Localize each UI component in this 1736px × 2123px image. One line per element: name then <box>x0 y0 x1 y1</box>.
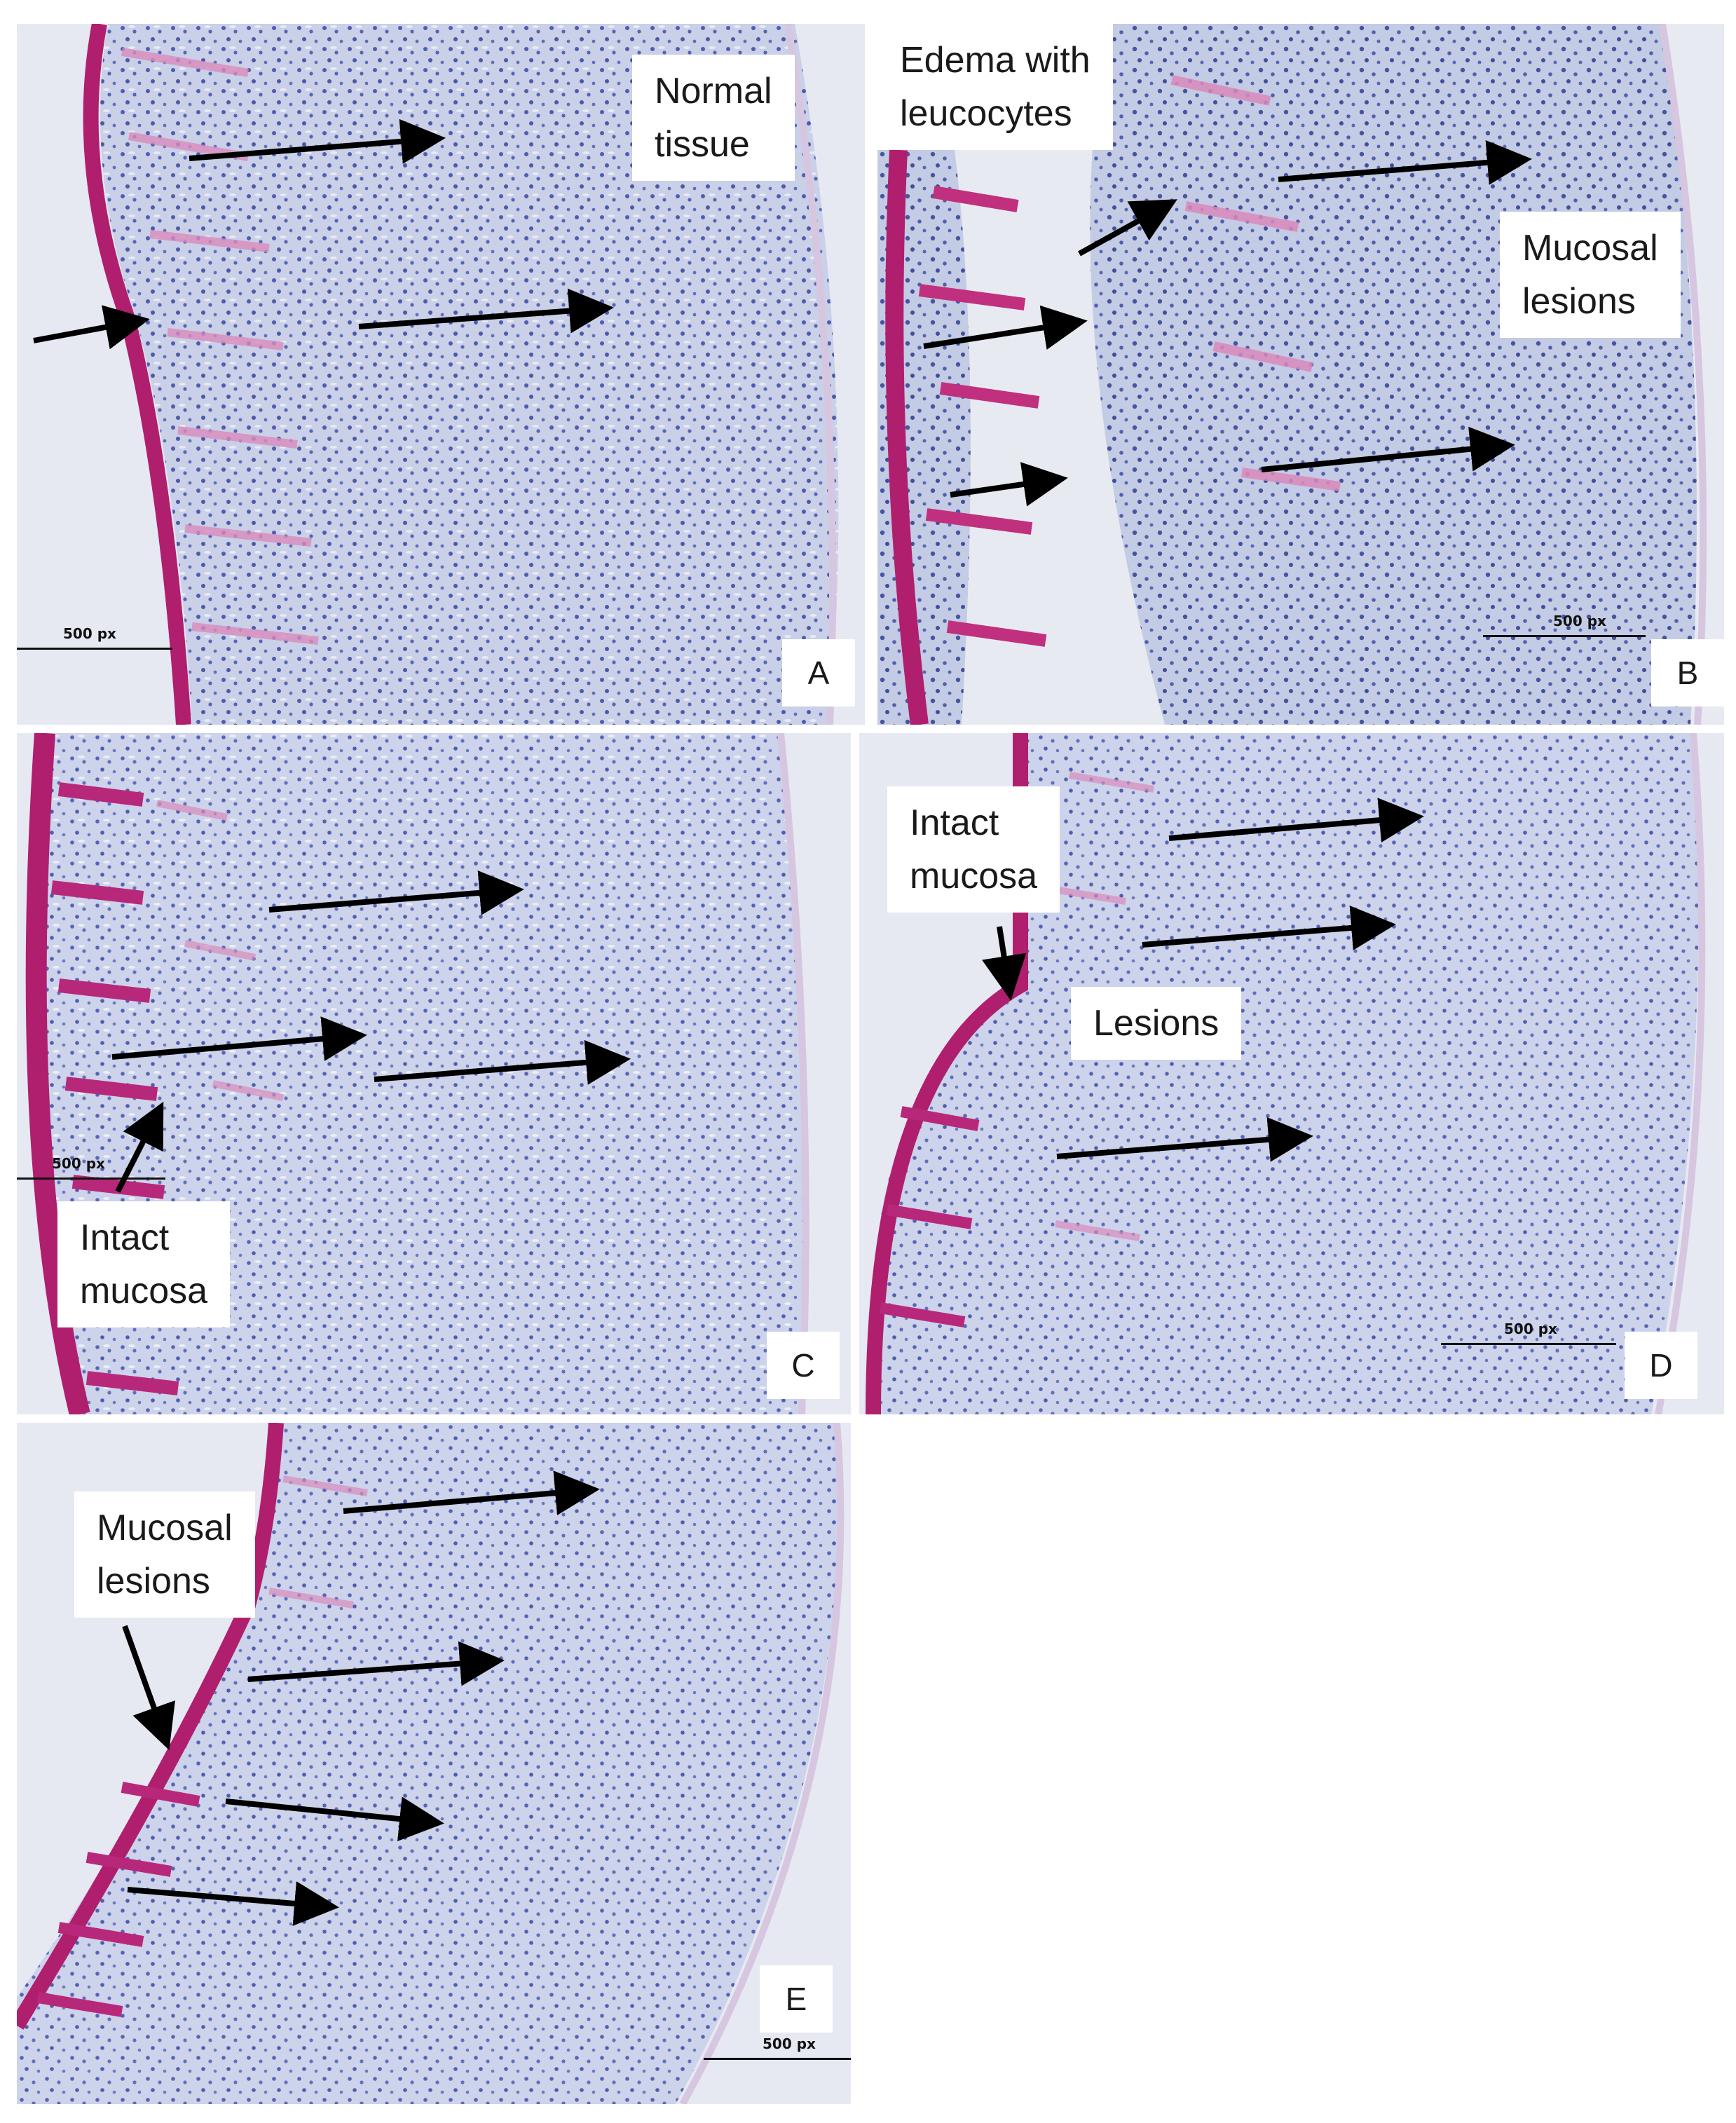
panel-d-scale-bar <box>1441 1343 1616 1345</box>
panel-c-scale-bar <box>17 1177 165 1180</box>
panel-a: Normal tissue A 500 px <box>17 24 865 725</box>
panel-a-scale-bar <box>17 648 172 650</box>
panel-b: Edema with leucocytes Mucosal lesions B … <box>877 24 1724 725</box>
panel-e-label-mucosal-lesions: Mucosal lesions <box>74 1491 255 1618</box>
panel-b-label-edema: Edema with leucocytes <box>877 24 1113 150</box>
panel-a-letter: A <box>782 639 855 706</box>
panel-a-label-normal-tissue: Normal tissue <box>632 55 795 181</box>
panel-b-letter: B <box>1651 639 1724 706</box>
panel-b-label-mucosal-lesions: Mucosal lesions <box>1500 212 1681 338</box>
panel-b-scale-bar <box>1483 635 1646 637</box>
panel-c: Intact mucosa C 500 px <box>17 733 851 1414</box>
panel-e-scale-label: 500 px <box>763 2035 816 2052</box>
panel-c-label-intact-mucosa: Intact mucosa <box>57 1201 231 1327</box>
panel-d-label-intact-mucosa: Intact mucosa <box>887 786 1060 913</box>
panel-d-letter: D <box>1625 1332 1697 1399</box>
panel-d: Intact mucosa Lesions D 500 px <box>859 733 1724 1414</box>
panel-d-label-lesions: Lesions <box>1071 987 1242 1060</box>
panel-e: Mucosal lesions E 500 px <box>17 1423 851 2104</box>
panel-b-micrograph <box>877 24 1724 725</box>
panel-e-letter: E <box>760 1965 833 2033</box>
panel-c-letter: C <box>767 1332 840 1399</box>
panel-c-scale-label: 500 px <box>52 1155 105 1172</box>
panel-d-scale-label: 500 px <box>1504 1320 1557 1337</box>
panel-e-scale-bar <box>704 2058 851 2060</box>
panel-b-scale-label: 500 px <box>1553 613 1606 629</box>
panel-a-scale-label: 500 px <box>63 625 116 642</box>
